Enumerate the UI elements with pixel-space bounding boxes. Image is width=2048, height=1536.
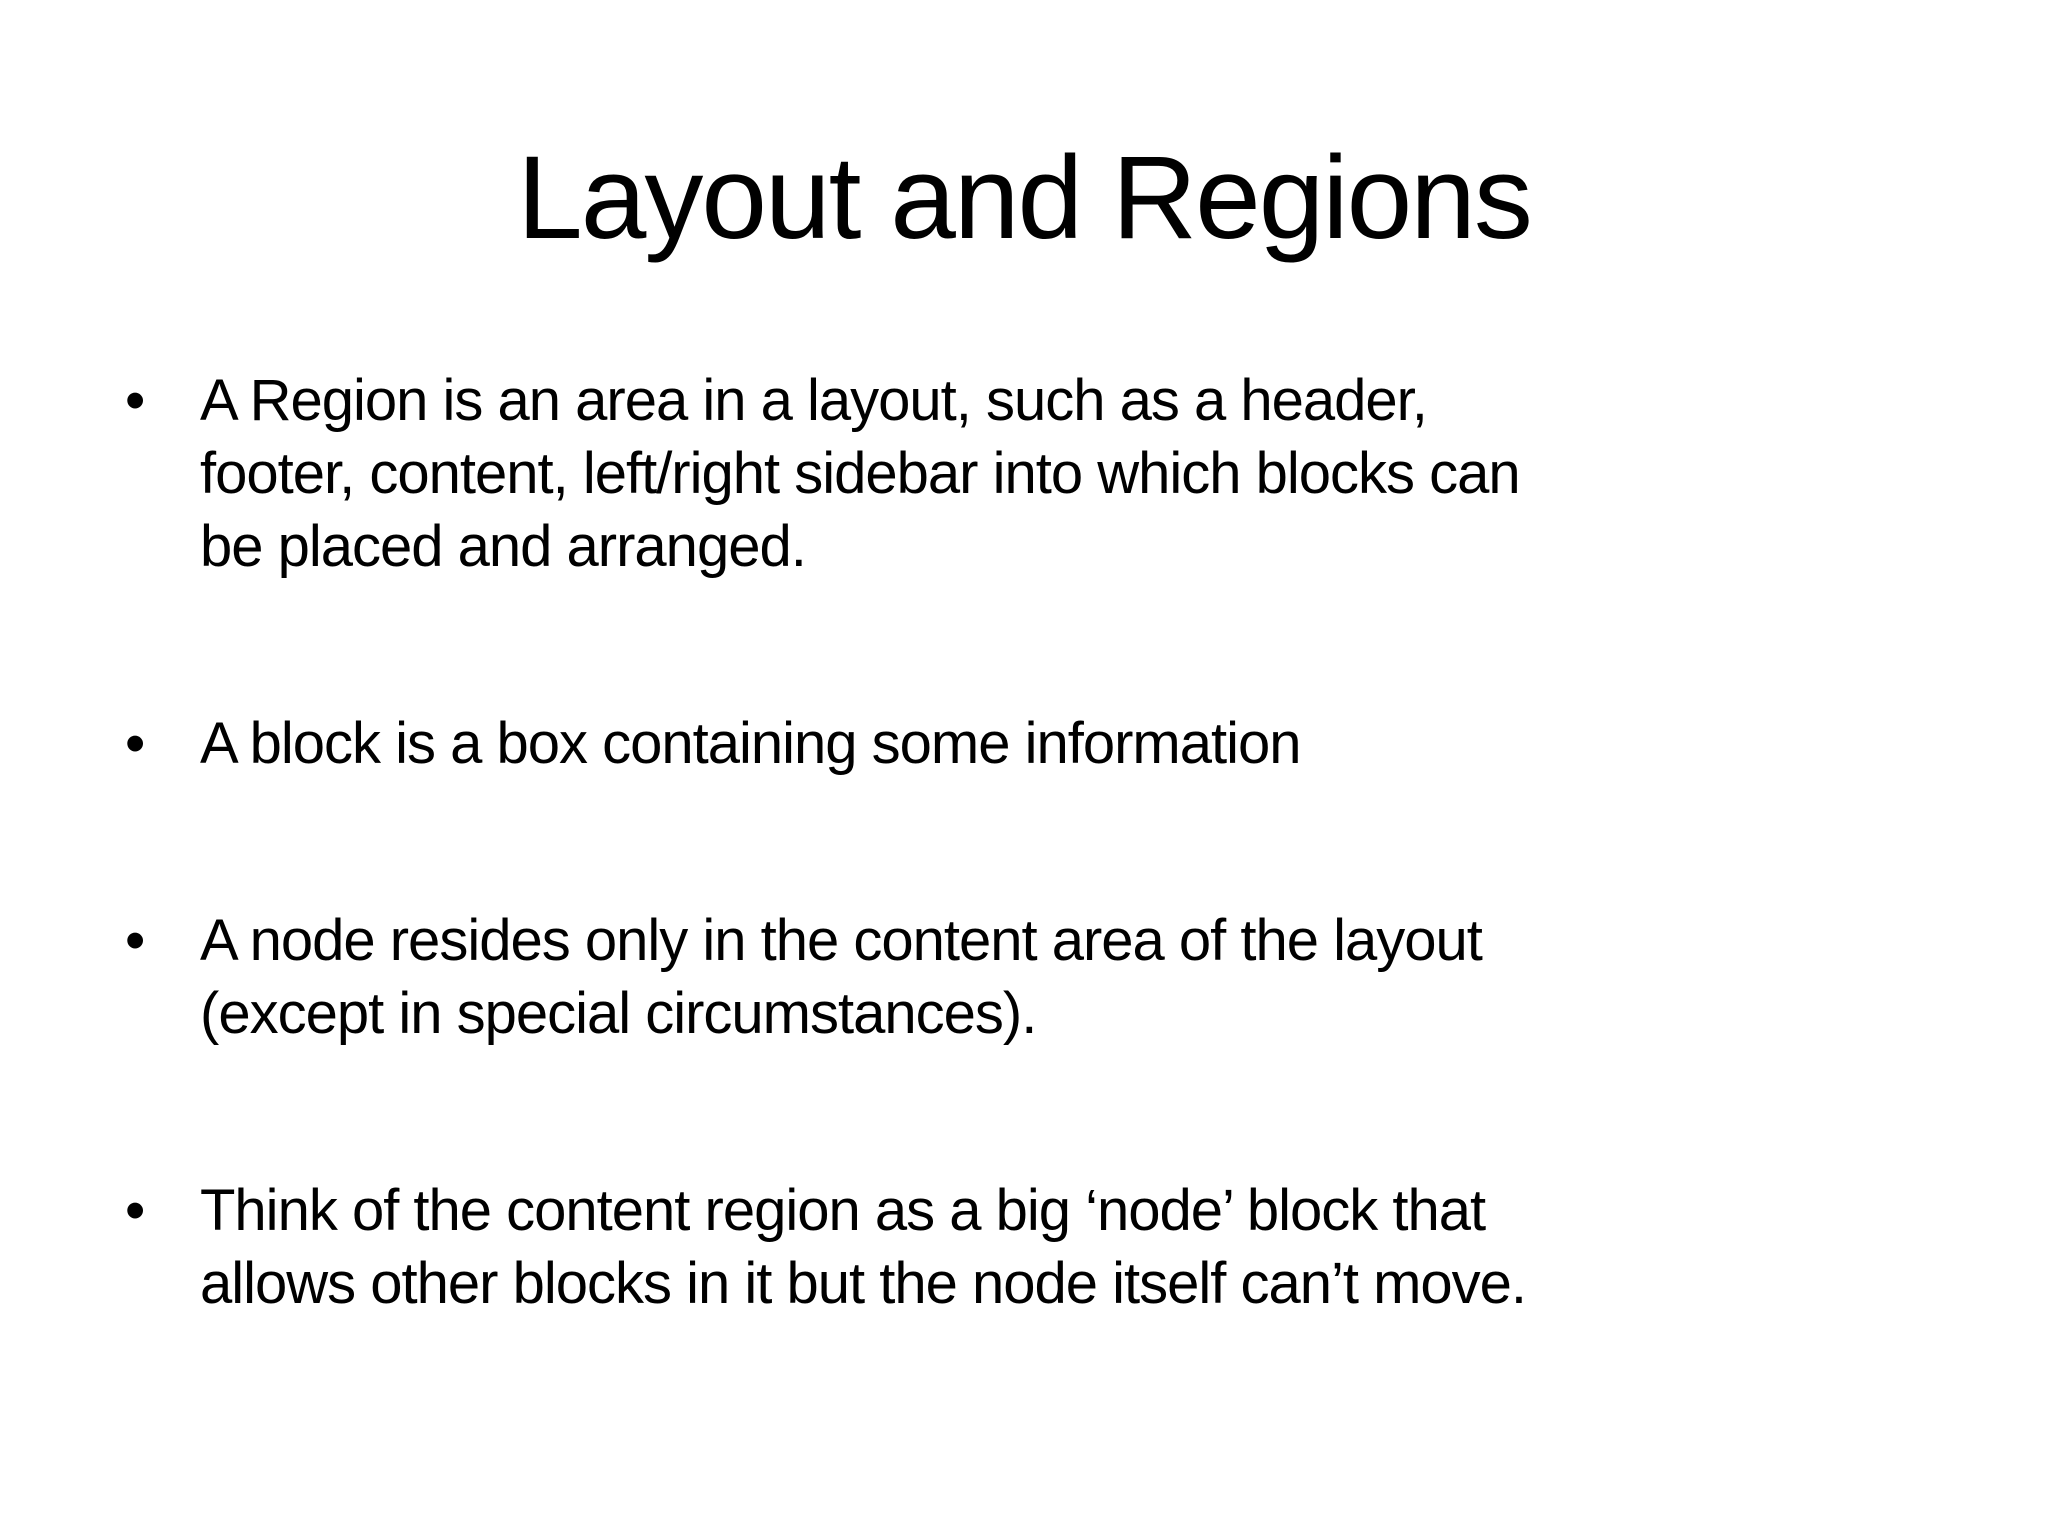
- bullet-icon: •: [125, 908, 145, 973]
- bullet-line: A block is a box containing some informa…: [200, 711, 1302, 776]
- bullet-text: A block is a box containing some informa…: [200, 707, 2008, 780]
- bullet-line: allows other blocks in it but the node i…: [200, 1251, 1527, 1316]
- bullet-item-node: • A node resides only in the content are…: [125, 904, 2008, 1050]
- bullet-text: A node resides only in the content area …: [200, 904, 2008, 1050]
- bullet-icon: •: [125, 711, 145, 776]
- bullet-icon: •: [125, 1178, 145, 1243]
- bullet-list: • A Region is an area in a layout, such …: [125, 364, 2008, 1444]
- bullet-text: A Region is an area in a layout, such as…: [200, 364, 2008, 583]
- bullet-line: Think of the content region as a big ‘no…: [200, 1178, 1486, 1243]
- bullet-line: (except in special circumstances).: [200, 981, 1037, 1046]
- bullet-item-block: • A block is a box containing some infor…: [125, 707, 2008, 780]
- bullet-line: A Region is an area in a layout, such as…: [200, 368, 1428, 433]
- bullet-item-content-region: • Think of the content region as a big ‘…: [125, 1174, 2008, 1320]
- bullet-icon: •: [125, 368, 145, 433]
- bullet-item-region: • A Region is an area in a layout, such …: [125, 364, 2008, 583]
- bullet-line: footer, content, left/right sidebar into…: [200, 441, 1521, 506]
- slide-title: Layout and Regions: [517, 132, 1533, 264]
- bullet-line: be placed and arranged.: [200, 514, 807, 579]
- bullet-line: A node resides only in the content area …: [200, 908, 1483, 973]
- bullet-text: Think of the content region as a big ‘no…: [200, 1174, 2008, 1320]
